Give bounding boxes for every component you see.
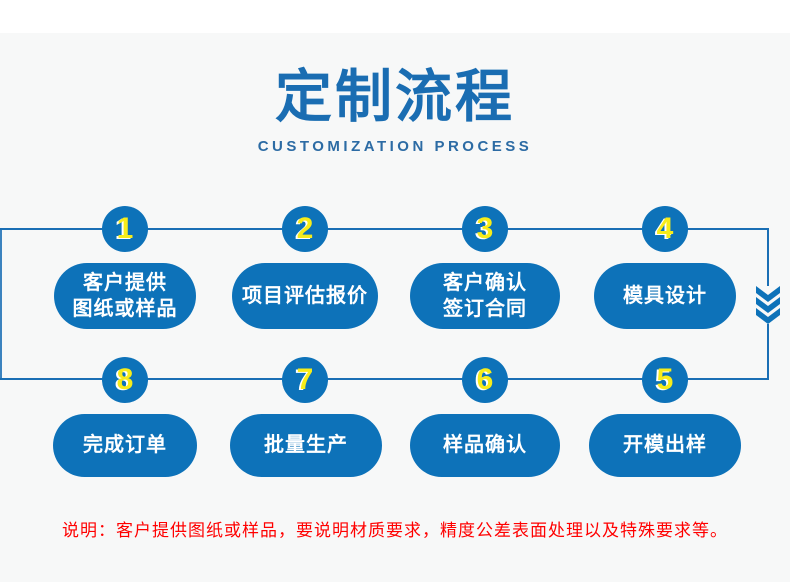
step-3-number-badge: 3 [462,206,508,252]
step-8-label: 完成订单 [53,414,197,477]
step-2-number-badge: 2 [282,206,328,252]
step-1-number-badge: 1 [102,206,148,252]
step-5-number-badge: 5 [642,357,688,403]
title-block: 定制流程 CUSTOMIZATION PROCESS [0,60,790,155]
connector-line-left [0,228,2,380]
step-3-label: 客户确认 签订合同 [410,263,560,329]
step-8-number-badge: 8 [102,357,148,403]
step-1-label: 客户提供 图纸或样品 [54,263,196,329]
page-title: 定制流程 [275,65,515,129]
connector-line-row1 [0,228,769,230]
step-7-number-badge: 7 [282,357,328,403]
step-6-number-badge: 6 [462,357,508,403]
step-6-label: 样品确认 [410,414,560,477]
step-4-number-badge: 4 [642,206,688,252]
step-7-label: 批量生产 [230,414,382,477]
down-chevrons-icon [756,286,780,324]
step-4-label: 模具设计 [594,263,736,329]
step-5-label: 开模出样 [589,414,741,477]
page-subtitle: CUSTOMIZATION PROCESS [257,138,533,156]
step-2-label: 项目评估报价 [232,263,378,329]
connector-line-row2 [0,378,769,380]
note-text: 说明：客户提供图纸或样品，要说明材质要求，精度公差表面处理以及特殊要求等。 [62,521,728,540]
